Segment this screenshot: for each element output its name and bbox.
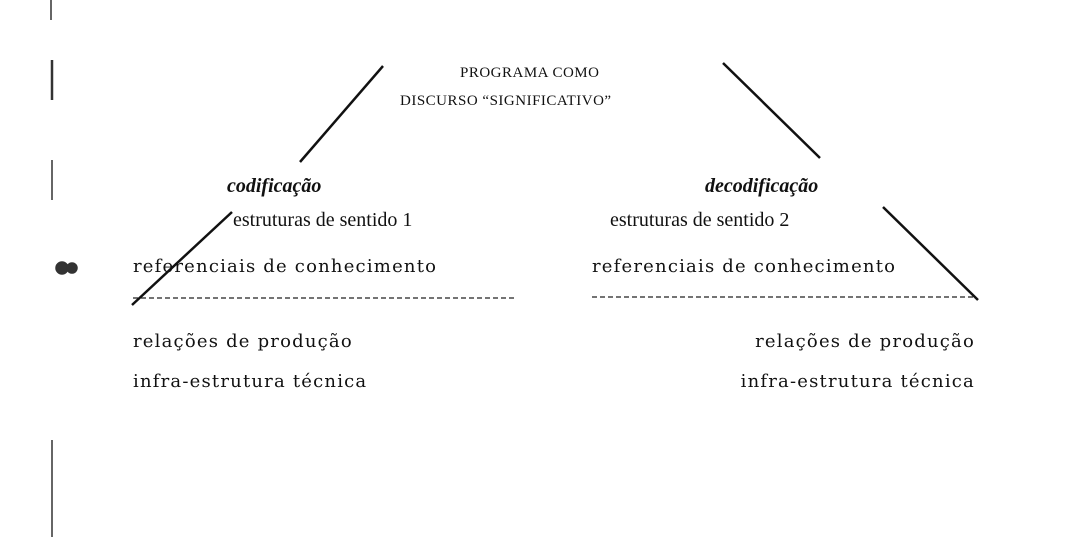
right-structures: estruturas de sentido 2 — [610, 209, 790, 231]
top-node-line1: PROGRAMA COMO — [460, 65, 600, 81]
right-relations: relações de produção — [755, 331, 975, 352]
top-node-line2: DISCURSO “SIGNIFICATIVO” — [400, 93, 612, 109]
connector-top-right — [722, 62, 821, 159]
left-process-label: codificação — [227, 175, 322, 197]
right-process-label: decodificação — [705, 175, 819, 197]
right-frameworks: referenciais de conhecimento — [592, 256, 897, 277]
right-infrastructure: infra-estrutura técnica — [740, 371, 975, 392]
connector-bottom-right — [882, 206, 979, 301]
left-infrastructure: infra-estrutura técnica — [133, 371, 368, 392]
connector-bottom-left — [131, 211, 233, 306]
left-relations: relações de produção — [133, 331, 353, 352]
connector-top-left — [299, 65, 384, 163]
left-frameworks: referenciais de conhecimento — [133, 256, 438, 277]
scan-margin-artifacts — [50, 0, 78, 537]
left-structures: estruturas de sentido 1 — [233, 209, 413, 231]
